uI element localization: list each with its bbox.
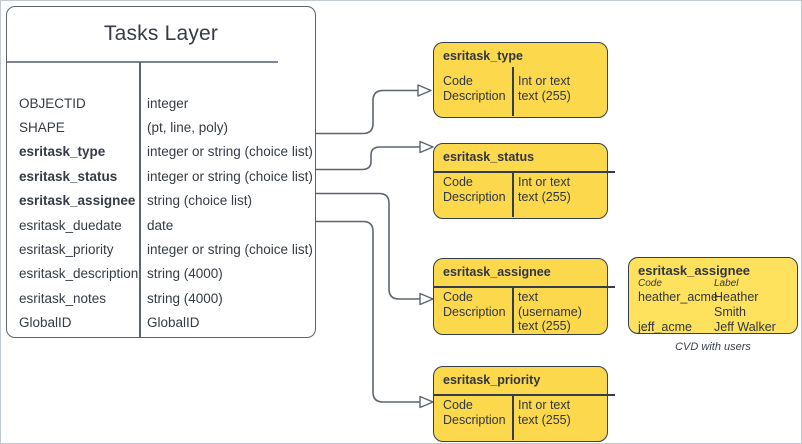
- field-name: esritask_status: [19, 168, 118, 184]
- connector-assignee: [316, 192, 434, 306]
- table-row: esritask_status integer or string (choic…: [7, 164, 315, 188]
- field-name: esritask_priority: [19, 242, 114, 258]
- domain-column-divider: [512, 67, 514, 116]
- domain-title: esritask_type: [443, 49, 523, 63]
- domain-field: Description: [443, 88, 506, 103]
- table-row: esritask_notes string (4000): [7, 286, 315, 310]
- table-row: esritask_duedate date: [7, 213, 315, 237]
- domain-column-divider: [512, 395, 514, 440]
- table-row: esritask_assignee string (choice list): [7, 189, 315, 213]
- domain-field: Description: [443, 304, 506, 319]
- field-name: esritask_type: [19, 144, 106, 160]
- field-list: OBJECTID integer SHAPE (pt, line, poly) …: [7, 91, 315, 335]
- cvd-ellipsis: ....: [638, 320, 656, 334]
- title-separator: [7, 61, 278, 63]
- cvd-column-header: Label: [714, 278, 739, 289]
- domain-title-separator: [433, 394, 615, 396]
- cvd-title: esritask_assignee: [638, 263, 751, 278]
- field-type: integer or string (choice list): [147, 144, 313, 160]
- domain-type: text (255): [518, 88, 571, 103]
- table-row: esritask_description string (4000): [7, 262, 315, 286]
- domain-title-separator: [433, 286, 615, 288]
- open-arrowhead-icon: [419, 140, 434, 154]
- field-name: OBJECTID: [19, 95, 86, 111]
- domain-title-separator: [433, 171, 615, 173]
- domain-title: esritask_assignee: [443, 265, 551, 279]
- tasks-layer-title: Tasks Layer: [103, 22, 219, 45]
- domain-type: text (255): [518, 319, 571, 333]
- cvd-code: jeff_acme: [638, 320, 692, 334]
- cvd-label: Jeff Walker: [714, 320, 776, 334]
- domain-type: Int or text: [518, 398, 571, 412]
- domain-types: text (username)text (255): [518, 290, 607, 334]
- field-type: integer or string (choice list): [147, 168, 313, 184]
- field-type: date: [147, 217, 174, 233]
- connector-type: [316, 84, 432, 135]
- connector-priority: [316, 220, 434, 409]
- connector-status: [316, 140, 434, 171]
- domain-type: Int or text: [518, 175, 571, 189]
- domain-type: text (username): [518, 290, 582, 319]
- field-name: esritask_description: [19, 266, 139, 282]
- domain-title: esritask_status: [443, 150, 535, 164]
- domain-field: Code: [443, 290, 473, 304]
- domain-column-divider: [512, 172, 514, 217]
- domain-column-divider: [512, 287, 514, 333]
- cvd-label: Heather Smith: [714, 290, 759, 319]
- field-name: SHAPE: [19, 120, 65, 136]
- field-name: esritask_duedate: [19, 217, 122, 233]
- domain-field: Code: [443, 175, 473, 189]
- domain-field: Description: [443, 412, 506, 427]
- cvd-value-table: Code Label heather_acme Heather Smith je…: [638, 278, 793, 335]
- cvd-code: heather_acme: [638, 290, 718, 304]
- domain-field: Code: [443, 398, 473, 412]
- field-name: esritask_notes: [19, 290, 107, 306]
- table-row: SHAPE (pt, line, poly): [7, 115, 315, 139]
- field-name: esritask_assignee: [19, 193, 136, 209]
- domain-type: Int or text: [518, 74, 571, 88]
- domain-field: Description: [443, 189, 506, 204]
- cvd-caption: CVD with users: [675, 341, 751, 353]
- field-type: string (choice list): [147, 193, 253, 209]
- field-type: integer: [147, 95, 189, 111]
- field-type: integer or string (choice list): [147, 242, 313, 258]
- open-arrowhead-icon: [419, 395, 434, 409]
- cvd-column-header: Code: [638, 278, 662, 289]
- open-arrowhead-icon: [419, 292, 434, 306]
- open-arrowhead-icon: [417, 84, 432, 97]
- cvd-box-esritask-assignee: esritask_assignee Code Label heather_acm…: [628, 257, 798, 334]
- tasks-layer-table: Tasks Layer OBJECTID integer SHAPE (pt, …: [6, 6, 316, 338]
- table-row: esritask_priority integer or string (cho…: [7, 237, 315, 261]
- field-name: GlobalID: [19, 315, 72, 331]
- field-type: (pt, line, poly): [147, 120, 229, 136]
- column-divider: [139, 62, 141, 337]
- field-type: GlobalID: [147, 315, 200, 331]
- table-row: GlobalID GlobalID: [7, 311, 315, 335]
- domain-type: text (255): [518, 412, 571, 427]
- table-row: esritask_type integer or string (choice …: [7, 140, 315, 164]
- table-row: OBJECTID integer: [7, 91, 315, 115]
- domain-title: esritask_priority: [443, 373, 541, 387]
- field-type: string (4000): [147, 266, 223, 282]
- field-type: string (4000): [147, 290, 223, 306]
- domain-field: Code: [443, 74, 473, 88]
- domain-type: text (255): [518, 189, 571, 204]
